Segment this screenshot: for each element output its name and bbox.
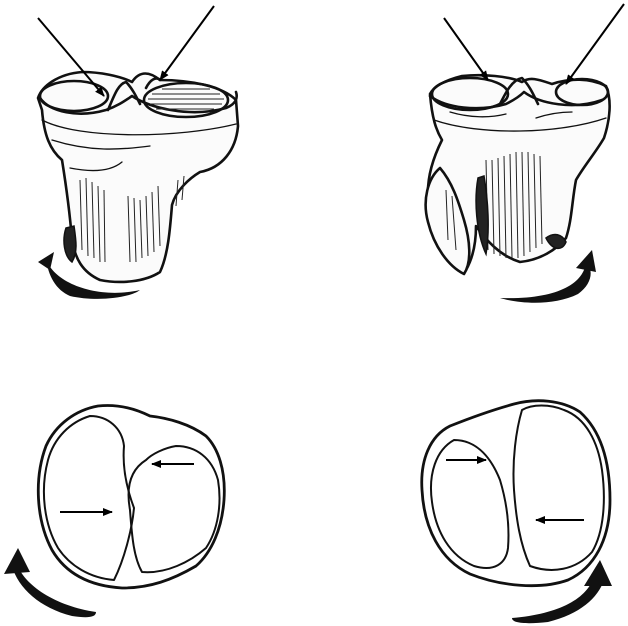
lateral-plateau-bottom-right (513, 406, 603, 570)
medial-plateau-bottom-left (44, 416, 134, 580)
shaft-shadow-right (476, 176, 488, 254)
plateau-outline-bottom-right (422, 401, 610, 586)
arrow-lateral-top-left (160, 6, 214, 80)
plateau-outline-bottom-left (38, 405, 224, 588)
panel-bottom-right-axial (422, 401, 612, 623)
arrow-medial-top-right (444, 18, 488, 80)
fibula-shadow-left (64, 226, 76, 262)
panel-top-right-perspective (426, 4, 624, 303)
arrow-lateral-top-right (566, 4, 624, 84)
panel-top-left-perspective (38, 6, 238, 299)
panel-bottom-left-axial (4, 405, 224, 617)
